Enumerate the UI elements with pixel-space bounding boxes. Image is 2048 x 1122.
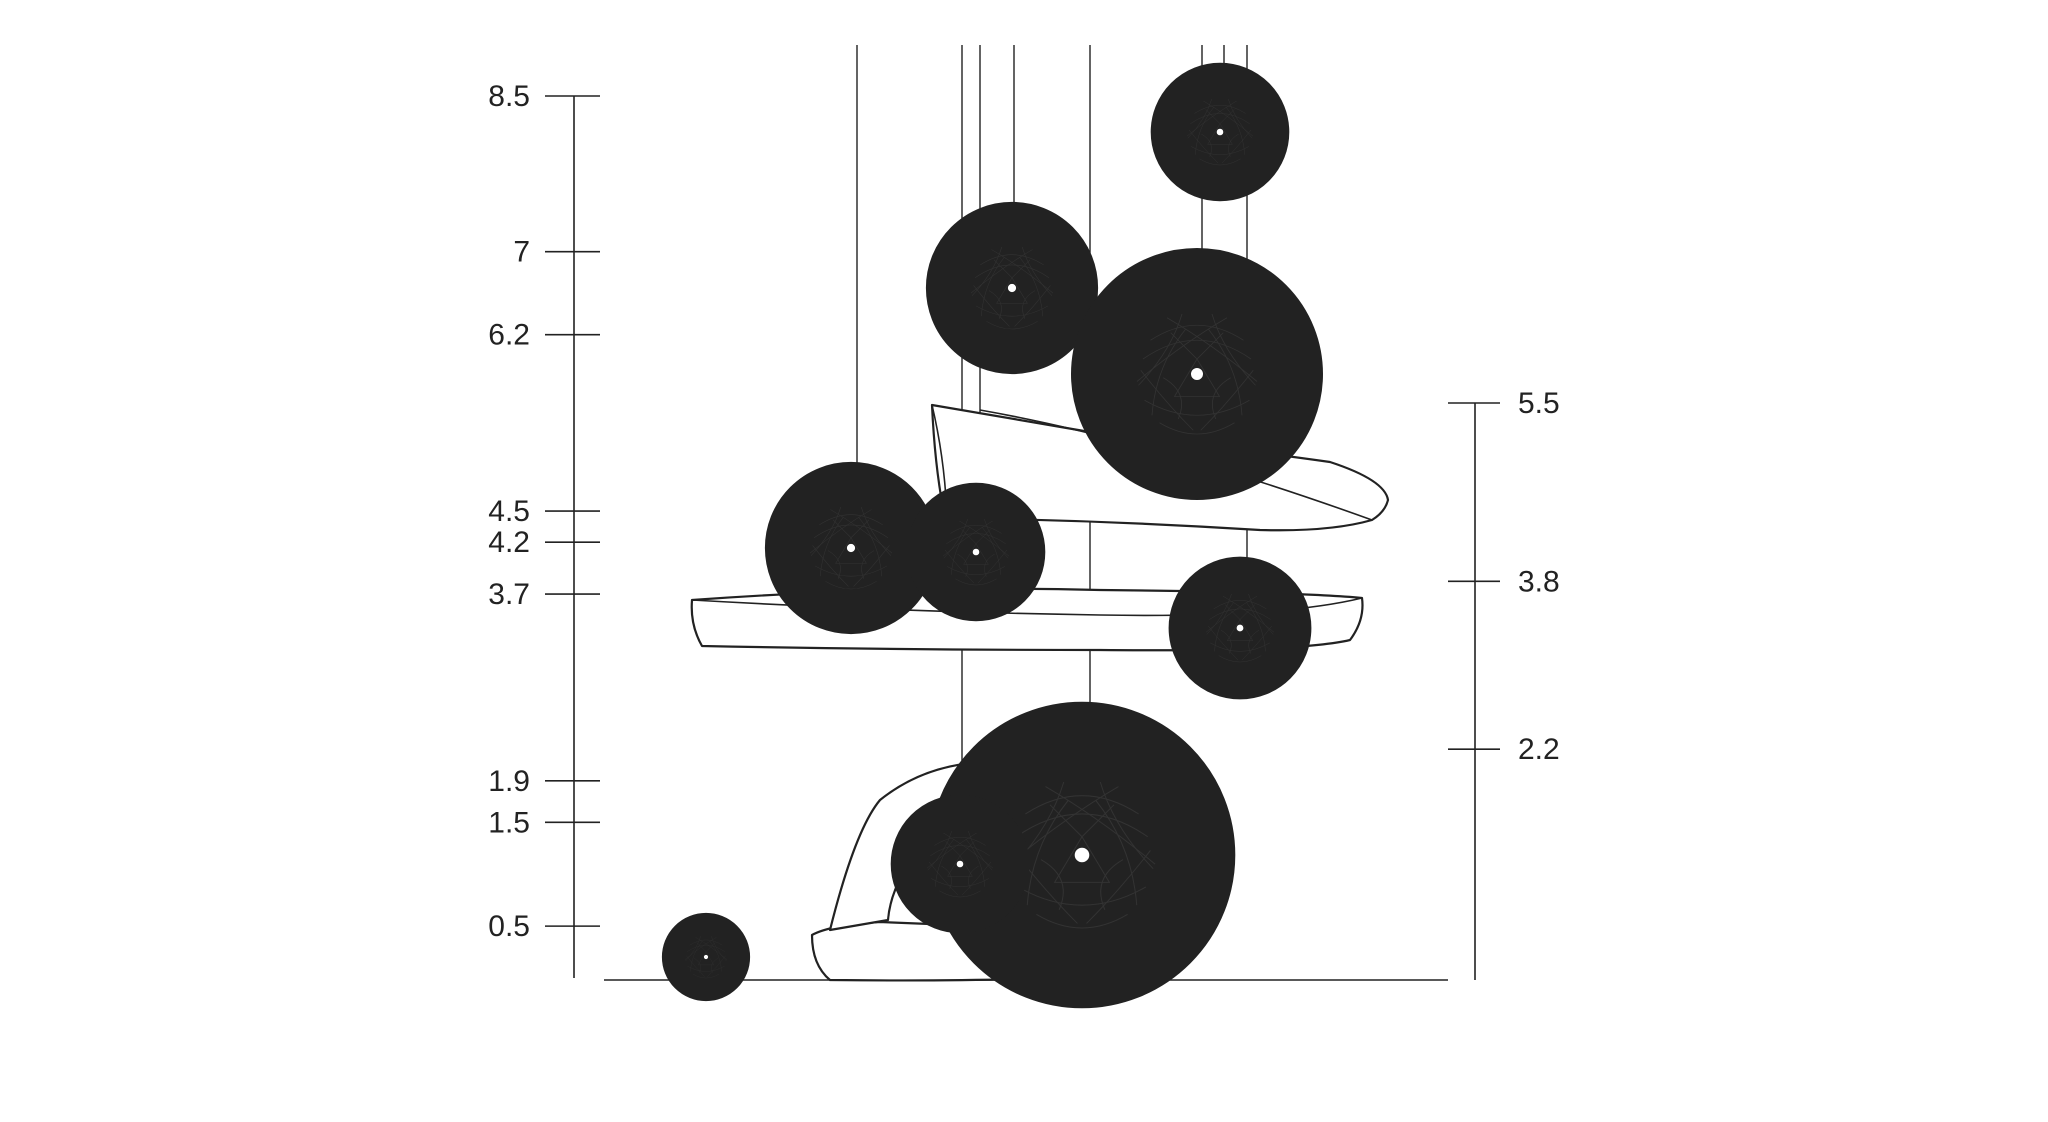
right-tick-label: 3.8 (1518, 565, 1560, 598)
woven-ball (943, 519, 1009, 585)
left-tick-label: 7 (513, 236, 530, 269)
right-height-scale: 5.5 3.8 2.2 (1448, 387, 1560, 980)
left-tick-label: 8.5 (488, 80, 530, 113)
left-tick-label: 0.5 (488, 910, 530, 943)
left-tick-label: 4.2 (488, 526, 530, 559)
woven-ball-pendants (685, 99, 1274, 978)
woven-ball (927, 831, 993, 897)
left-tick-label: 1.9 (488, 765, 530, 798)
woven-ball (1187, 99, 1253, 165)
left-tick-label: 1.5 (488, 806, 530, 839)
right-scale-ticks: 5.5 3.8 2.2 (1448, 387, 1560, 766)
woven-ball (810, 507, 892, 589)
left-scale-ticks: 8.5 7 6.2 4.54.2 3.7 1.9 1.5 0.5 (488, 80, 600, 943)
woven-ball (1206, 594, 1274, 662)
left-height-scale: 8.5 7 6.2 4.54.2 3.7 1.9 1.5 0.5 (488, 80, 600, 978)
left-tick-label: 4.5 (488, 495, 530, 528)
woven-ball (1137, 314, 1257, 434)
right-tick-label: 2.2 (1518, 733, 1560, 766)
right-tick-label: 5.5 (1518, 387, 1560, 420)
woven-ball (1009, 782, 1155, 928)
woven-ball (971, 247, 1053, 329)
left-tick-label: 3.7 (488, 578, 530, 611)
left-tick-label: 6.2 (488, 319, 530, 352)
woven-ball (685, 936, 727, 978)
